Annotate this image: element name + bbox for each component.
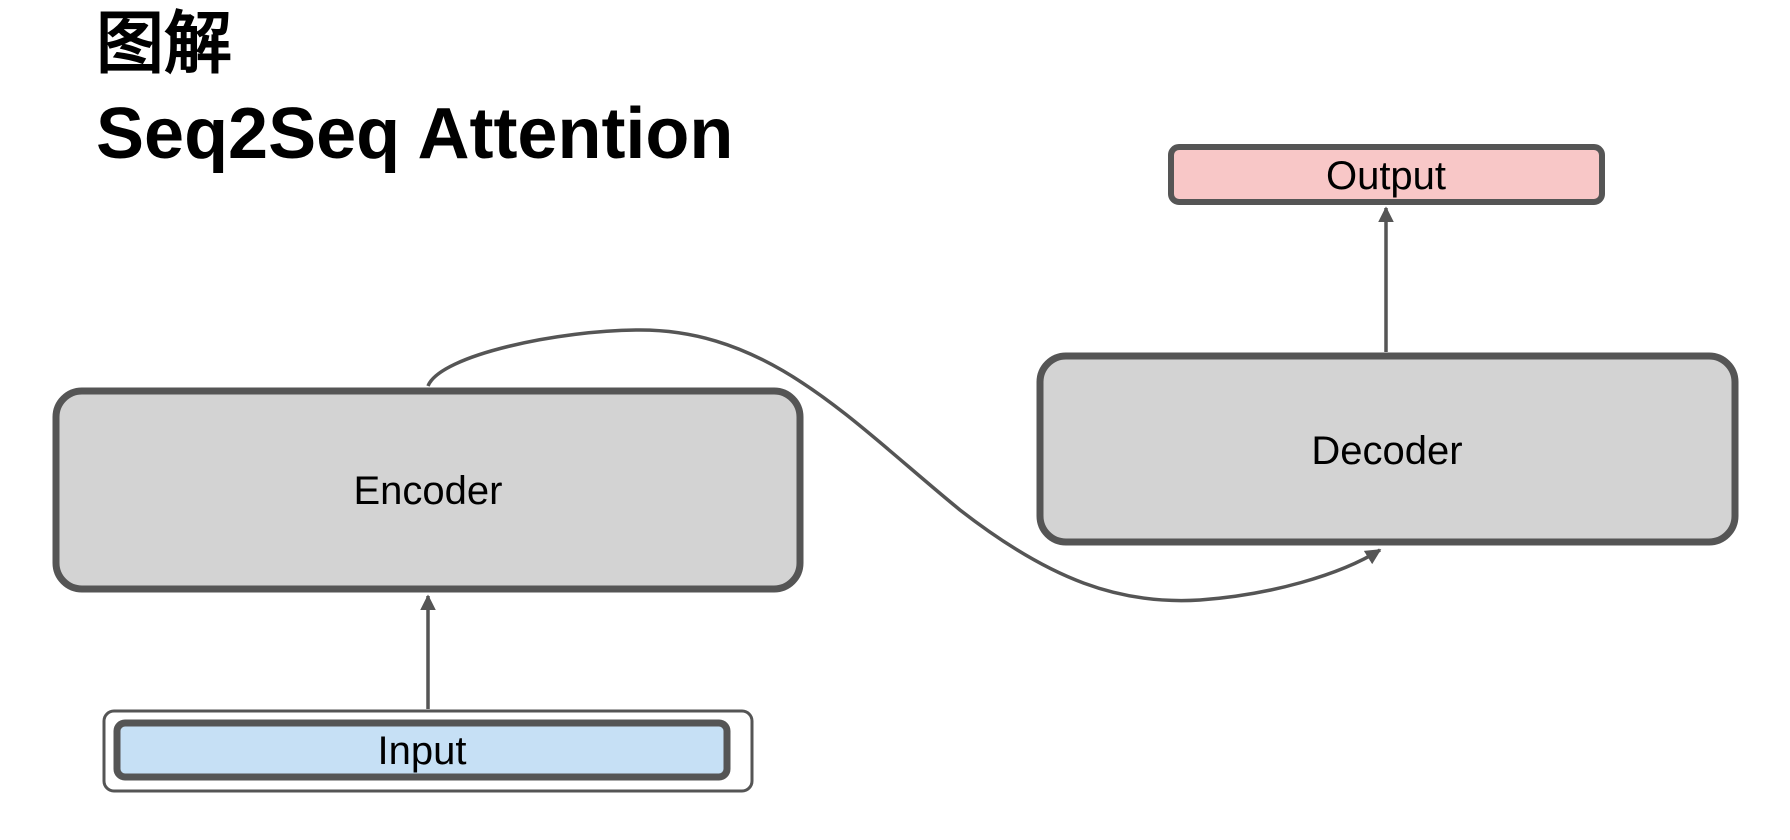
encoder-node: Encoder xyxy=(52,387,804,593)
decoder-box xyxy=(1036,352,1739,546)
input-node: Input xyxy=(102,709,754,793)
context-curve-arrow xyxy=(426,328,1382,603)
encoder-label: Encoder xyxy=(354,469,503,513)
decoder-node: Decoder xyxy=(1036,352,1739,546)
output-box xyxy=(1168,144,1605,205)
output-label: Output xyxy=(1326,154,1446,198)
page-title-cn: 图解 xyxy=(96,5,233,84)
page-title-en: Seq2Seq Attention xyxy=(96,94,734,174)
encoder-box xyxy=(52,387,804,593)
input-box xyxy=(113,719,731,781)
decoder-label: Decoder xyxy=(1311,429,1462,473)
input-label: Input xyxy=(378,729,467,773)
output-node: Output xyxy=(1168,144,1605,205)
